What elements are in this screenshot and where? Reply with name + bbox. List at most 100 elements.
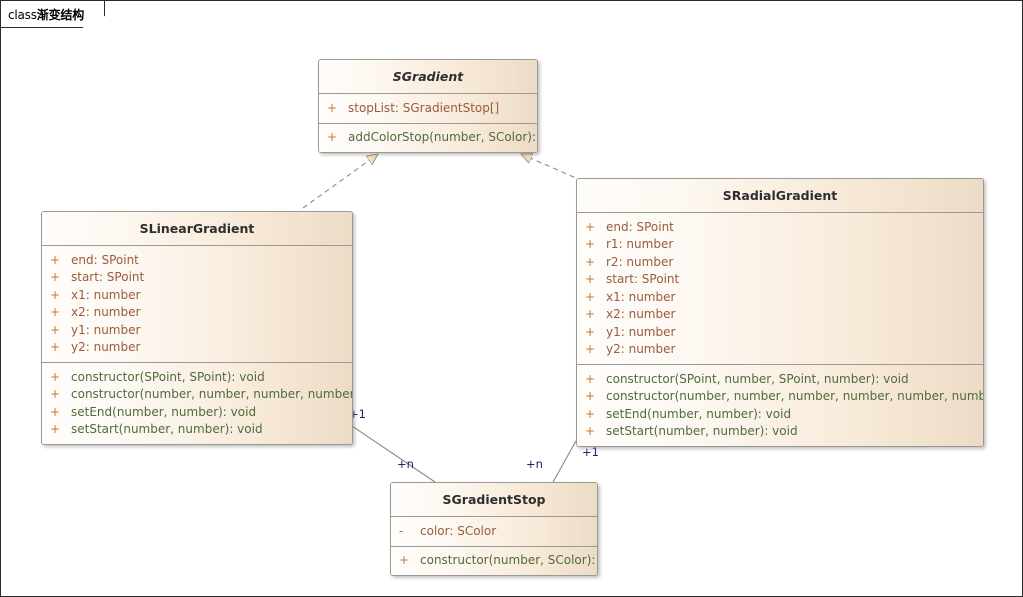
attribute-row[interactable]: + y1: number: [42, 321, 352, 339]
visibility-marker: +: [585, 324, 596, 339]
attribute-text: end: SPoint: [606, 219, 674, 234]
operations-section-sgradient: + addColorStop(number, SColor): void: [319, 122, 537, 152]
visibility-marker: -: [399, 523, 404, 538]
class-box-slineargradient[interactable]: SLinearGradient + end: SPoint + start: S…: [41, 211, 353, 445]
link-slineargradient-to-sgradient: [302, 154, 378, 209]
class-box-sgradientstop[interactable]: SGradientStop - color: SColor + construc…: [390, 482, 598, 576]
visibility-marker: +: [585, 237, 596, 252]
visibility-marker: +: [585, 406, 596, 421]
attribute-row[interactable]: + x1: number: [42, 286, 352, 304]
visibility-marker: +: [585, 424, 596, 439]
operation-text: constructor(SPoint, SPoint): void: [71, 369, 265, 384]
operation-row[interactable]: + constructor(SPoint, SPoint): void: [42, 368, 352, 386]
attribute-row[interactable]: + r2: number: [577, 253, 983, 271]
diagram-frame-title: class渐变结构: [1, 1, 105, 28]
operation-row[interactable]: + setStart(number, number): void: [577, 423, 983, 441]
class-header-sgradientstop: SGradientStop: [391, 483, 597, 517]
operation-text: constructor(SPoint, number, SPoint, numb…: [606, 371, 909, 386]
operations-section-sradialgradient: + constructor(SPoint, number, SPoint, nu…: [577, 364, 983, 446]
link-sradialgradient-to-sgradientstop: [552, 440, 577, 483]
class-name-sgradientstop: SGradientStop: [442, 492, 546, 507]
operation-text: constructor(number, number, number, numb…: [71, 387, 352, 402]
operation-row[interactable]: + addColorStop(number, SColor): void: [319, 129, 537, 147]
visibility-marker: +: [585, 254, 596, 269]
class-header-sgradient: SGradient: [319, 60, 537, 94]
radial-source-multiplicity: +1: [582, 445, 599, 459]
visibility-marker: +: [585, 342, 596, 357]
operation-text: setStart(number, number): void: [71, 422, 263, 437]
attribute-text: r1: number: [606, 237, 674, 252]
attribute-text: x2: number: [71, 305, 141, 320]
attribute-row[interactable]: + x1: number: [577, 288, 983, 306]
attribute-row[interactable]: + end: SPoint: [577, 218, 983, 236]
attributes-section-slineargradient: + end: SPoint + start: SPoint + x1: numb…: [42, 246, 352, 362]
visibility-marker: +: [50, 270, 61, 285]
attribute-row[interactable]: + x2: number: [577, 306, 983, 324]
attribute-row[interactable]: + stopList: SGradientStop[]: [319, 99, 537, 117]
visibility-marker: +: [585, 389, 596, 404]
class-box-sgradient[interactable]: SGradient + stopList: SGradientStop[] + …: [318, 59, 538, 153]
attribute-row[interactable]: + start: SPoint: [42, 269, 352, 287]
attribute-text: stopList: SGradientStop[]: [348, 100, 500, 115]
attribute-text: end: SPoint: [71, 252, 139, 267]
radial-target-multiplicity: +n: [526, 457, 543, 471]
visibility-marker: +: [50, 305, 61, 320]
visibility-marker: +: [327, 130, 338, 145]
attribute-text: y1: number: [606, 324, 676, 339]
operations-section-slineargradient: + constructor(SPoint, SPoint): void + co…: [42, 362, 352, 444]
linear-target-multiplicity: +n: [397, 457, 414, 471]
attribute-text: y2: number: [606, 342, 676, 357]
operation-row[interactable]: + constructor(number, number, number, nu…: [577, 388, 983, 406]
operation-text: setEnd(number, number): void: [606, 406, 792, 421]
visibility-marker: +: [50, 322, 61, 337]
class-box-sradialgradient[interactable]: SRadialGradient + end: SPoint + r1: numb…: [576, 178, 984, 447]
visibility-marker: +: [585, 272, 596, 287]
attribute-text: r2: number: [606, 254, 674, 269]
visibility-marker: +: [585, 371, 596, 386]
attribute-row[interactable]: + y2: number: [42, 339, 352, 357]
diagram-frame-tab: [1, 1, 105, 28]
attribute-row[interactable]: + r1: number: [577, 236, 983, 254]
attributes-section-sgradientstop: - color: SColor: [391, 517, 597, 546]
attribute-row[interactable]: + start: SPoint: [577, 271, 983, 289]
class-header-slineargradient: SLinearGradient: [42, 212, 352, 246]
frame-keyword: class: [8, 8, 37, 22]
class-name-slineargradient: SLinearGradient: [139, 221, 255, 236]
attribute-row[interactable]: + y2: number: [577, 341, 983, 359]
operation-row[interactable]: + constructor(number, number, number, nu…: [42, 386, 352, 404]
visibility-marker: +: [585, 289, 596, 304]
operation-text: constructor(number, SColor): void: [420, 553, 597, 568]
attribute-text: y1: number: [71, 322, 141, 337]
operation-row[interactable]: + constructor(SPoint, number, SPoint, nu…: [577, 370, 983, 388]
visibility-marker: +: [327, 100, 338, 115]
class-header-sradialgradient: SRadialGradient: [577, 179, 983, 213]
attribute-text: color: SColor: [420, 523, 497, 538]
operation-text: addColorStop(number, SColor): void: [348, 130, 537, 145]
operation-row[interactable]: + setEnd(number, number): void: [42, 403, 352, 421]
attribute-text: x1: number: [606, 289, 676, 304]
visibility-marker: +: [50, 404, 61, 419]
attribute-row[interactable]: - color: SColor: [391, 522, 597, 540]
operation-row[interactable]: + setStart(number, number): void: [42, 421, 352, 439]
visibility-marker: +: [50, 422, 61, 437]
attribute-text: start: SPoint: [606, 272, 680, 287]
operation-row[interactable]: + constructor(number, SColor): void: [391, 552, 597, 570]
operation-row[interactable]: + setEnd(number, number): void: [577, 405, 983, 423]
attribute-text: start: SPoint: [71, 270, 145, 285]
attribute-row[interactable]: + x2: number: [42, 304, 352, 322]
attribute-row[interactable]: + y1: number: [577, 323, 983, 341]
attributes-section-sgradient: + stopList: SGradientStop[]: [319, 94, 537, 123]
visibility-marker: +: [50, 340, 61, 355]
operation-text: setEnd(number, number): void: [71, 404, 257, 419]
attribute-row[interactable]: + end: SPoint: [42, 251, 352, 269]
visibility-marker: +: [399, 553, 410, 568]
attribute-text: y2: number: [71, 340, 141, 355]
visibility-marker: +: [50, 387, 61, 402]
frame-title-text: class渐变结构: [8, 6, 84, 23]
frame-name: 渐变结构: [36, 8, 84, 22]
attributes-section-sradialgradient: + end: SPoint + r1: number + r2: number …: [577, 213, 983, 364]
visibility-marker: +: [50, 287, 61, 302]
attribute-text: x2: number: [606, 307, 676, 322]
attribute-text: x1: number: [71, 287, 141, 302]
